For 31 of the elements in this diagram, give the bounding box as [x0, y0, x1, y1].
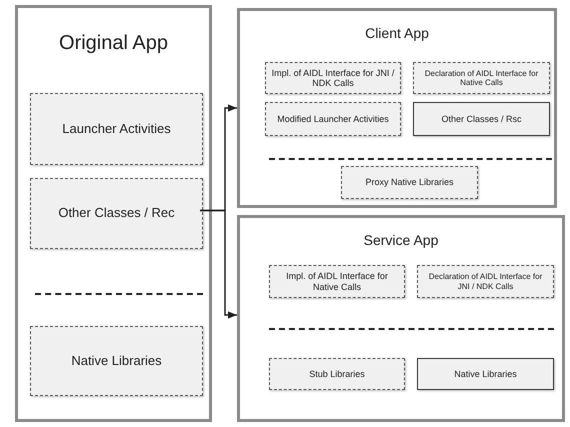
- component-box: [30, 178, 203, 249]
- app-panel: [237, 8, 557, 208]
- component-label: Launcher Activities: [62, 122, 171, 136]
- component-label: Proxy Native Libraries: [365, 177, 454, 188]
- panel-title: Service App: [364, 231, 438, 248]
- panel-title: Client App: [365, 24, 429, 42]
- app-panel: [15, 5, 212, 422]
- component-label: Native Libraries: [71, 354, 162, 368]
- component-box: [341, 166, 478, 199]
- component-box: [30, 326, 203, 396]
- component-label: Impl. of AIDL Interface for Native Calls: [285, 271, 389, 292]
- component-label: Native Libraries: [454, 368, 517, 380]
- connector-arrow: [200, 210, 237, 319]
- panel-title: Original App: [59, 31, 168, 55]
- component-box: [265, 102, 401, 136]
- component-label: Declaration of AIDL Interface for JNI / NDK Calls: [428, 272, 544, 291]
- component-box: [417, 358, 554, 390]
- component-box: [30, 93, 203, 165]
- component-label: Impl. of AIDL Interface for JNI / NDK Calls: [270, 68, 396, 88]
- app-panel: [237, 215, 565, 422]
- component-label: Modified Launcher Activities: [277, 114, 389, 124]
- component-label: Stub Libraries: [309, 368, 365, 380]
- component-label: Other Classes / Rsc: [441, 114, 522, 124]
- component-box: [269, 358, 405, 390]
- component-box: [269, 265, 405, 298]
- component-box: [413, 102, 550, 136]
- component-box: [417, 265, 554, 298]
- component-box: [413, 62, 550, 94]
- component-label: Other Classes / Rec: [58, 206, 175, 221]
- component-label: Declaration of AIDL Interface for Native Calls: [424, 68, 540, 88]
- component-box: [265, 62, 401, 94]
